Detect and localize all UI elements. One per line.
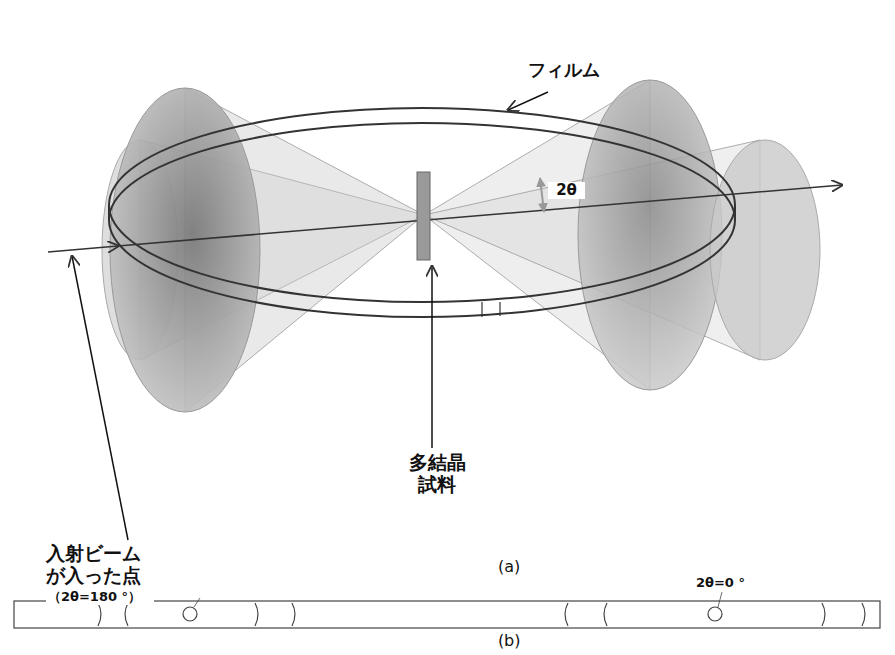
angle-label: 2θ: [548, 182, 585, 199]
beam-line: [118, 185, 842, 246]
leader-sample: [431, 266, 433, 448]
panel-label: (a): [490, 558, 528, 576]
film-cylinder: [109, 108, 735, 317]
film-label: フィルム: [528, 60, 636, 81]
beam-arrow: [48, 246, 118, 252]
panel-label: (b): [490, 632, 528, 650]
angle-arrow: [540, 178, 544, 212]
entry-label: 入射ビーム が入った点: [40, 543, 146, 587]
right-cones: [424, 80, 820, 390]
leader-entry: [72, 256, 128, 540]
entry-angle-label: （2θ=180 °）: [46, 590, 154, 605]
forward-angle-label: 2θ=0 °: [696, 576, 761, 591]
leader-film: [508, 92, 548, 110]
sample-label: 多結晶 試料: [405, 452, 470, 496]
sample: [417, 172, 430, 260]
